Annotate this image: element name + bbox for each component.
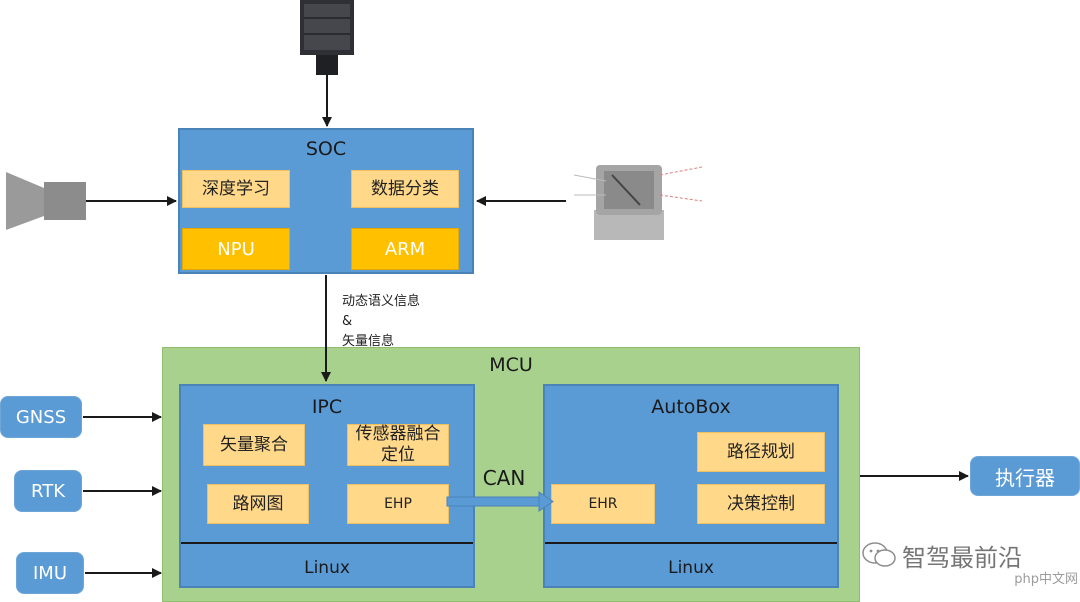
can-link-bar	[446, 496, 540, 507]
can-link-arrowhead	[538, 491, 554, 512]
wechat-icon	[862, 542, 896, 568]
input-gnss: GNSS	[0, 396, 82, 438]
watermark-site: php中文网	[1014, 572, 1078, 587]
can-label: CAN	[482, 466, 526, 490]
input-imu: IMU	[16, 552, 84, 594]
ipc-block: IPC 矢量聚合 传感器融合定位 路网图 EHP Linux	[179, 384, 475, 588]
autobox-module-path-planning: 路径规划	[697, 432, 825, 472]
watermark-brand: 智驾最前沿	[902, 544, 1022, 572]
ipc-divider	[181, 542, 473, 544]
connection-label-line-1: 动态语义信息	[342, 294, 421, 309]
autobox-module-ehr: EHR	[551, 484, 655, 524]
autobox-title: AutoBox	[651, 396, 731, 418]
soc-module-arm: ARM	[351, 228, 459, 270]
autobox-os: Linux	[668, 558, 714, 578]
lidar-device-image	[298, 0, 356, 75]
camera-device-image	[6, 170, 86, 232]
soc-module-deep-learning: 深度学习	[182, 170, 290, 208]
connection-label-line-2: &	[342, 314, 353, 329]
ipc-module-vector-aggregation: 矢量聚合	[203, 424, 305, 466]
autobox-block: AutoBox 路径规划 EHR 决策控制 Linux	[543, 384, 839, 588]
soc-module-data-classification: 数据分类	[351, 170, 459, 208]
input-rtk: RTK	[14, 470, 82, 512]
ipc-module-sensor-fusion: 传感器融合定位	[347, 424, 449, 466]
soc-title: SOC	[305, 138, 347, 160]
autobox-module-decision-control: 决策控制	[697, 484, 825, 524]
watermark: 智驾最前沿 php中文网	[862, 534, 1078, 594]
radar-device-image	[568, 155, 708, 243]
soc-module-npu: NPU	[182, 228, 290, 270]
ipc-module-ehp: EHP	[347, 484, 449, 524]
connection-label-line-3: 矢量信息	[342, 334, 395, 349]
ipc-title: IPC	[311, 396, 343, 418]
mcu-block: MCU IPC 矢量聚合 传感器融合定位 路网图 EHP Linux CAN A…	[162, 347, 860, 602]
soc-block: SOC 深度学习 数据分类 NPU ARM	[178, 128, 474, 274]
mcu-title: MCU	[489, 354, 533, 376]
ipc-module-road-network: 路网图	[207, 484, 309, 524]
autobox-divider	[545, 542, 837, 544]
connection-label: 动态语义信息 & 矢量信息	[342, 292, 452, 352]
output-actuator: 执行器	[970, 456, 1080, 496]
ipc-os: Linux	[304, 558, 350, 578]
